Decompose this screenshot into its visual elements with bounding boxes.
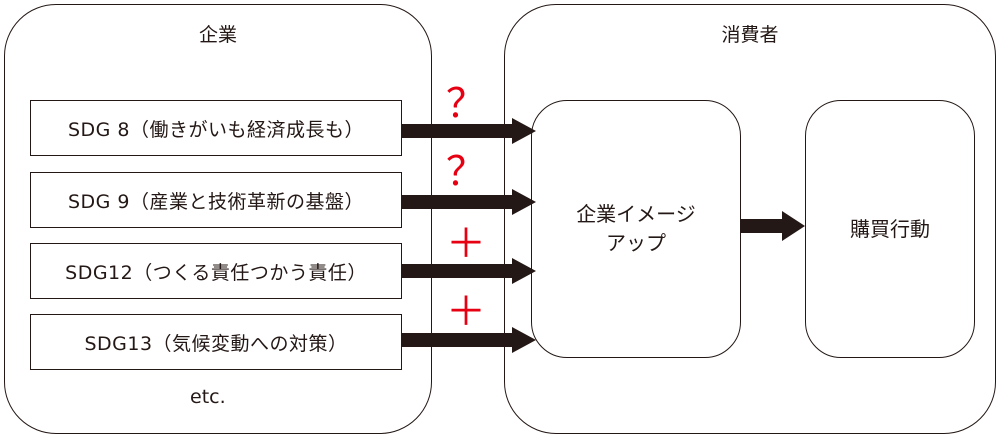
image-up-line1: 企業イメージ bbox=[576, 202, 696, 226]
purchase-label: 購買行動 bbox=[850, 216, 930, 241]
effect-mark-sdg13: ＋ bbox=[446, 289, 486, 335]
sdg-box-9: SDG 9（産業と技術革新の基盤） bbox=[30, 172, 402, 228]
consumer-title: 消費者 bbox=[721, 24, 779, 46]
image-up-line2: アップ bbox=[606, 231, 666, 255]
image-up-box: 企業イメージ アップ bbox=[531, 100, 741, 358]
purchase-box: 購買行動 bbox=[805, 100, 975, 358]
company-title: 企業 bbox=[198, 24, 237, 46]
effect-mark-sdg8: ？ bbox=[446, 81, 486, 127]
arrow-sdg12 bbox=[402, 258, 536, 284]
effect-mark-sdg12: ＋ bbox=[446, 221, 486, 267]
arrow-sdg8 bbox=[402, 118, 536, 144]
sdg-box-12: SDG12（つくる責任つかう責任） bbox=[30, 243, 402, 299]
effect-mark-sdg9: ？ bbox=[446, 149, 486, 195]
sdg-box-8: SDG 8（働きがいも経済成長も） bbox=[30, 100, 402, 156]
sdg-box-13: SDG13（気候変動への対策） bbox=[30, 314, 402, 370]
etc-label: etc. bbox=[190, 386, 226, 408]
arrow-image-to-purchase bbox=[741, 211, 805, 241]
arrow-sdg13 bbox=[402, 327, 536, 353]
arrow-sdg9 bbox=[402, 189, 536, 215]
